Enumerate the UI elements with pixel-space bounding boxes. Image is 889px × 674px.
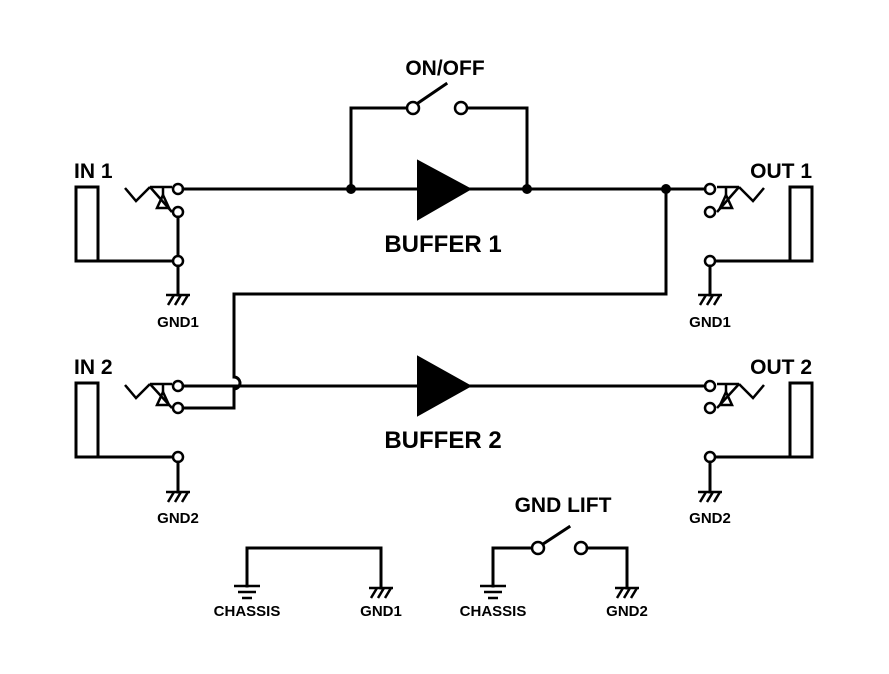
in2-jack-body (74, 381, 100, 459)
out2-jack (703, 379, 814, 494)
cross-link-wire (181, 187, 668, 410)
buffer1-path (181, 159, 707, 221)
in1-label: IN 1 (74, 160, 113, 183)
gnd1-out-symbol (698, 293, 722, 306)
buffer2-triangle (417, 355, 473, 417)
gnd-lift-label: GND LIFT (515, 494, 612, 517)
gnd2-bottom-label: GND2 (606, 603, 648, 620)
gnd2-out-label: GND2 (689, 510, 731, 527)
buffer1-label: BUFFER 1 (384, 231, 501, 258)
buffer1-triangle (417, 159, 473, 221)
buffer2-label: BUFFER 2 (384, 427, 501, 454)
in1-jack (74, 182, 185, 297)
chassis-gnd1-link (234, 546, 393, 600)
out2-label: OUT 2 (750, 356, 812, 379)
on-off-switch (349, 81, 529, 191)
out2-jack-body (788, 381, 814, 459)
in1-jack-body (74, 185, 100, 263)
in2-label: IN 2 (74, 356, 113, 379)
out1-jack-body (788, 185, 814, 263)
gnd1-in-label: GND1 (157, 314, 199, 331)
gnd-lift-switch (480, 524, 639, 600)
gnd2-in-symbol (166, 490, 190, 503)
gnd2-in-label: GND2 (157, 510, 199, 527)
gnd1-in-symbol (166, 293, 190, 306)
gnd1-bottom-label: GND1 (360, 603, 402, 620)
gnd2-out-symbol (698, 490, 722, 503)
chassis-left-label: CHASSIS (214, 603, 281, 620)
out1-label: OUT 1 (750, 160, 812, 183)
on-off-label: ON/OFF (405, 57, 484, 80)
gnd1-out-label: GND1 (689, 314, 731, 331)
out1-jack (703, 182, 814, 297)
in2-jack (74, 379, 185, 494)
chassis-right-label: CHASSIS (460, 603, 527, 620)
buffer2-path (181, 355, 707, 417)
